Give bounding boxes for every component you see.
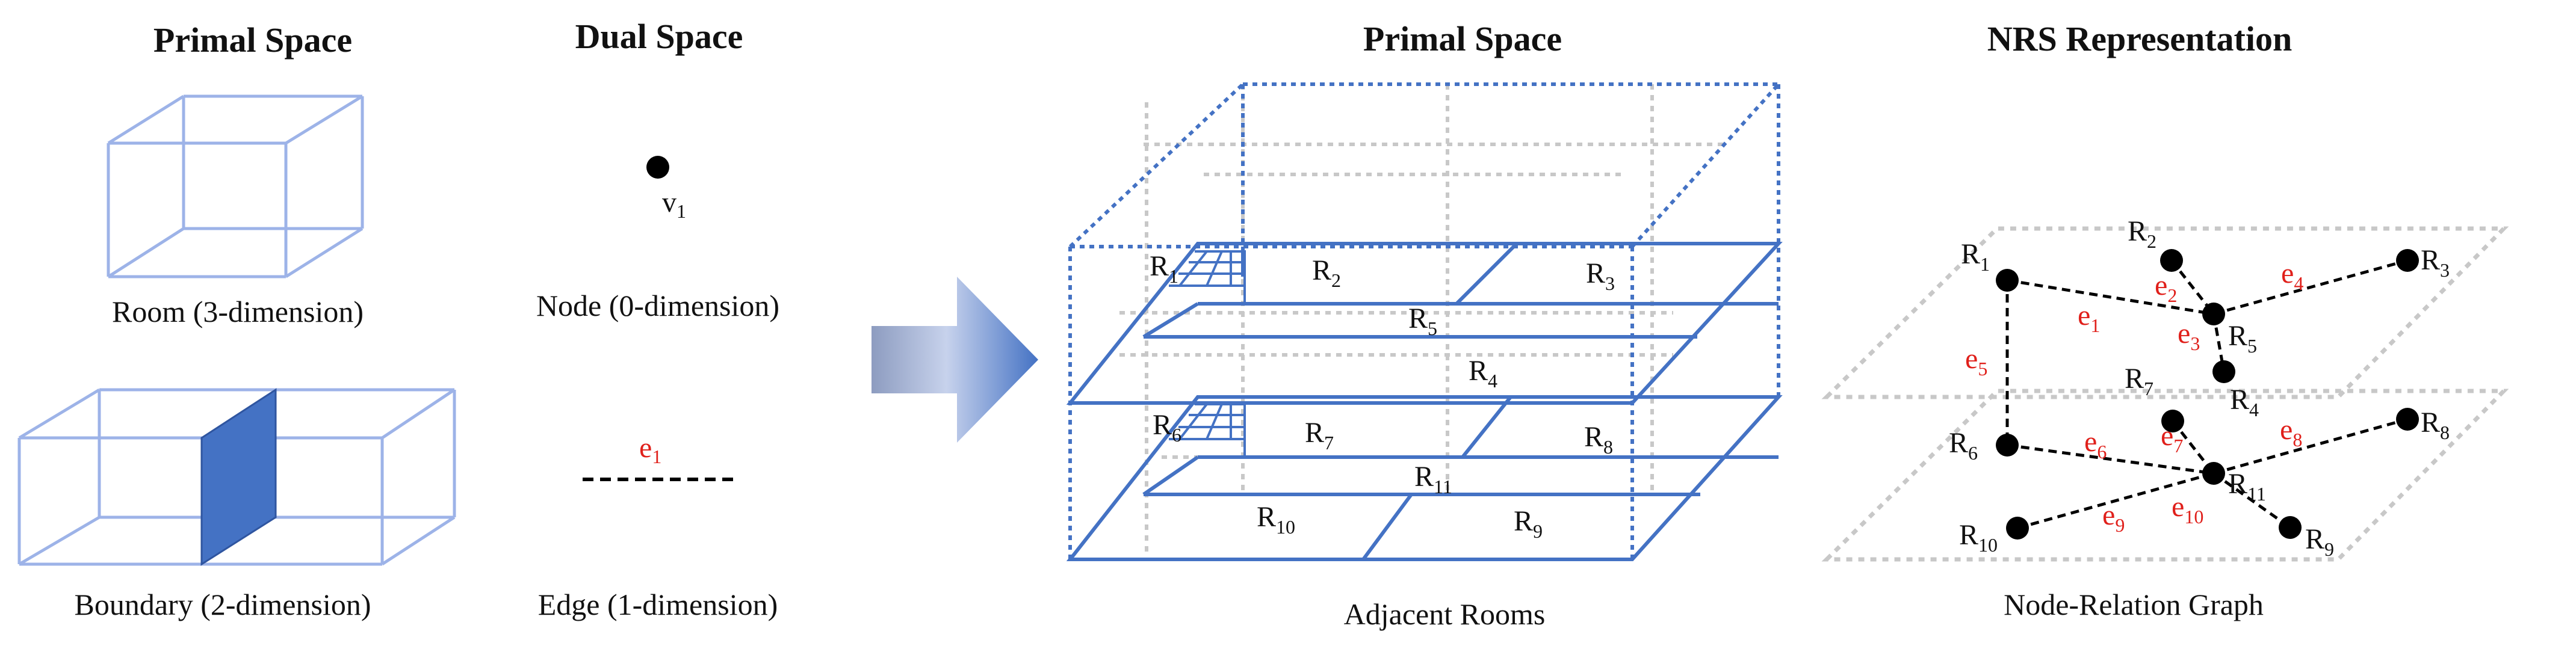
nrs-nodes [1996, 249, 2419, 540]
lower-stair-grid [1169, 403, 1246, 457]
nrs-edge-line-1 [2007, 278, 2214, 316]
nrs-edge-label-e8: e8 [2280, 414, 2302, 451]
nrs-edge-line-9 [2017, 472, 2214, 530]
nrs-node-dot-2 [2160, 249, 2183, 272]
nrs-node-dot-9 [2279, 516, 2302, 539]
nrs-node-dot-11 [2202, 462, 2225, 485]
nrs-edges [2005, 259, 2408, 530]
upper-stair-grid [1169, 250, 1246, 304]
room-cube [107, 94, 364, 278]
nrs-edge-line-10 [2212, 472, 2291, 529]
nrs-edge-label-e5: e5 [1965, 343, 1987, 380]
caption-room: Room (3-dimension) [112, 295, 364, 328]
legend-node-label: v1 [662, 186, 686, 222]
heading-dual-space: Dual Space [575, 17, 743, 56]
heading-primal-space-left: Primal Space [153, 20, 352, 60]
legend-edge-label: e1 [639, 432, 661, 467]
boundary-boxes [17, 388, 456, 566]
nrs-edge-line-6 [2007, 443, 2214, 475]
nrs-node-dot-3 [2396, 249, 2419, 272]
nrs-edge-line-4 [2213, 259, 2408, 316]
building-upper-floor [1066, 242, 1783, 405]
room-label-r9: R9 [1514, 505, 1543, 542]
room-label-r8: R8 [1584, 421, 1613, 458]
room-label-r2: R2 [1312, 254, 1341, 291]
nrs-node-label-r1: R1 [1961, 238, 1990, 275]
caption-edge: Edge (1-dimension) [538, 588, 778, 621]
nrs-node-dot-4 [2212, 360, 2235, 383]
nrs-node-label-r10: R10 [1959, 519, 1998, 556]
caption-adjacent-rooms: Adjacent Rooms [1344, 597, 1546, 631]
room-label-r11: R11 [1414, 461, 1452, 497]
heading-primal-space-center: Primal Space [1363, 19, 1562, 58]
legend-node-dot [646, 156, 669, 179]
nrs-edge-label-e10: e10 [2172, 491, 2203, 527]
nrs-edge-label-e4: e4 [2281, 257, 2303, 294]
nrs-node-label-r9: R9 [2305, 523, 2334, 560]
nrs-node-label-r11: R11 [2228, 468, 2266, 505]
nrs-node-label-r5: R5 [2228, 320, 2257, 357]
transition-arrow [872, 277, 1038, 443]
room-label-r4: R4 [1469, 355, 1497, 392]
nrs-edge-label-e6: e6 [2084, 426, 2107, 463]
nrs-node-dot-8 [2396, 408, 2419, 431]
room-label-r3: R3 [1586, 257, 1615, 294]
nrs-node-dot-1 [1996, 269, 2019, 292]
heading-nrs-representation: NRS Representation [1987, 19, 2292, 58]
nrs-node-label-r2: R2 [2128, 215, 2156, 252]
caption-node-relation-graph: Node-Relation Graph [2004, 588, 2264, 621]
caption-boundary: Boundary (2-dimension) [75, 588, 371, 621]
room-label-r1: R1 [1150, 250, 1178, 287]
nrs-edge-label-e1: e1 [2078, 300, 2100, 336]
nrs-edge-label-e7: e7 [2161, 420, 2183, 457]
nrs-node-label-r7: R7 [2125, 363, 2153, 399]
nrs-node-label-r8: R8 [2421, 407, 2450, 443]
nrs-edge-label-e2: e2 [2155, 269, 2177, 306]
nrs-edge-label-e3: e3 [2178, 318, 2200, 354]
room-label-r7: R7 [1305, 417, 1334, 454]
caption-node: Node (0-dimension) [536, 289, 779, 322]
shared-boundary-face [200, 388, 277, 566]
nrs-node-label-r4: R4 [2230, 384, 2259, 420]
nrs-floor-planes [1821, 226, 2509, 562]
nrs-edge-label-e9: e9 [2102, 499, 2125, 536]
room-label-r6: R6 [1153, 409, 1181, 446]
nrs-edge-line-8 [2213, 417, 2408, 475]
nrs-node-dot-10 [2006, 517, 2029, 540]
nrs-node-dot-6 [1996, 434, 2019, 457]
room-label-r5: R5 [1408, 303, 1437, 339]
nrs-node-dot-5 [2202, 303, 2225, 325]
building-lower-floor [1066, 395, 1783, 561]
nrs-node-label-r3: R3 [2421, 244, 2450, 281]
nrs-node-dot-7 [2161, 410, 2184, 432]
nrs-node-label-r6: R6 [1949, 427, 1978, 464]
room-label-r10: R10 [1257, 501, 1295, 538]
